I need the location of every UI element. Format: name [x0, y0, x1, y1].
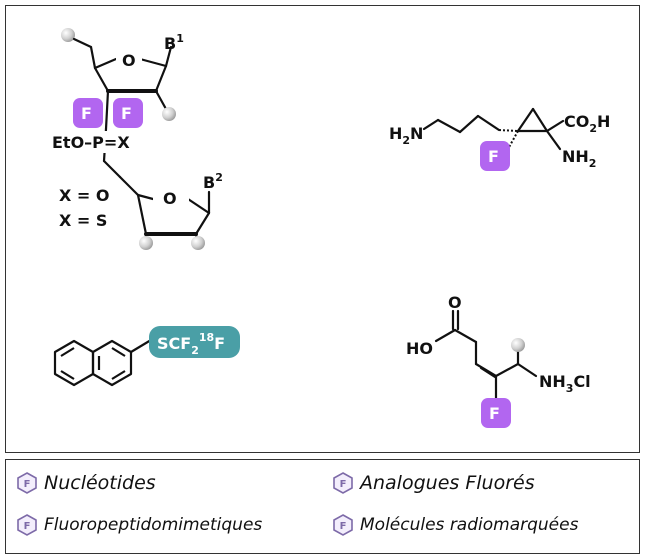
structures-panel: O B1 O B2 F F EtO–P=X X = O X = S H2N CO…: [5, 5, 640, 453]
amino-acid-structure: [434, 309, 538, 400]
svg-text:SCF218F: SCF218F: [157, 331, 225, 357]
scf2-18f-tag: [149, 326, 240, 358]
placeholder-sphere: [511, 338, 525, 352]
svg-text:F: F: [340, 521, 347, 532]
x-equals-s: X = S: [59, 211, 107, 230]
placeholder-sphere: [139, 236, 153, 250]
ammonium-chloride: NH3Cl: [539, 372, 591, 395]
svg-text:F: F: [24, 521, 31, 532]
base-2-label: B2: [203, 171, 223, 192]
amine-right: NH2: [562, 147, 596, 170]
fluorine-badge: [113, 98, 143, 128]
phosphonate-group: EtO–P=X: [52, 133, 130, 152]
svg-text:F: F: [81, 104, 92, 123]
legend-item-nucleotides: F Nucléotides: [16, 472, 156, 494]
svg-text:F: F: [340, 479, 347, 490]
ring-oxygen-2: O: [163, 189, 177, 208]
nucleotide-structure: [61, 28, 211, 248]
base-1-label: B1: [164, 32, 184, 53]
legend-item-fluoropeptidomimetics: F Fluoropeptidomimetiques: [16, 514, 262, 536]
legend-panel: F Nucléotides F Analogues Fluorés F Fluo…: [5, 459, 640, 554]
fluorine-hexagon-icon: F: [333, 514, 353, 536]
fluorine-badge: [73, 98, 103, 128]
legend-item-radiolabelled-molecules: F Molécules radiomarquées: [332, 514, 578, 536]
placeholder-sphere: [61, 28, 75, 42]
carbonyl-oxygen: O: [448, 293, 462, 312]
naphthalene-structure: [53, 339, 152, 387]
fluorine-hexagon-icon: F: [17, 472, 37, 494]
svg-text:F: F: [24, 479, 31, 490]
x-equals-o: X = O: [59, 186, 109, 205]
amine-left: H2N: [389, 124, 423, 147]
svg-text:F: F: [488, 147, 499, 166]
fluorine-badge: [481, 398, 511, 428]
svg-text:F: F: [121, 104, 132, 123]
fluorine-badge: [480, 141, 510, 171]
cyclopropane-structure: [422, 107, 565, 151]
legend-item-fluorinated-analogues: F Analogues Fluorés: [332, 472, 535, 494]
placeholder-sphere: [191, 236, 205, 250]
carboxylic-acid: CO2H: [564, 112, 610, 135]
structures-canvas: O B1 O B2 F F EtO–P=X X = O X = S H2N CO…: [46, 28, 610, 428]
fluorine-hexagon-icon: F: [17, 514, 37, 536]
placeholder-sphere: [162, 107, 176, 121]
svg-text:F: F: [489, 404, 500, 423]
ring-oxygen-1: O: [122, 51, 136, 70]
hydroxyl-group: HO: [406, 339, 433, 358]
fluorine-hexagon-icon: F: [333, 472, 353, 494]
